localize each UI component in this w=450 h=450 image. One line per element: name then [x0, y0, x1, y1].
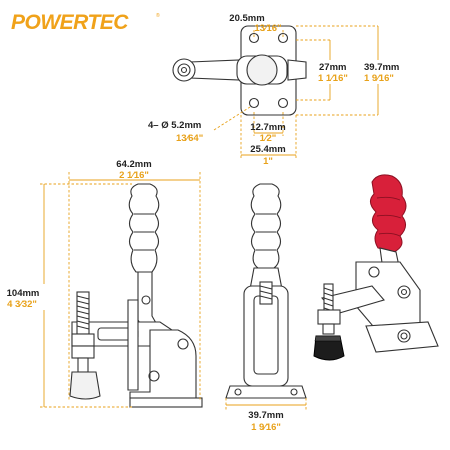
mount-hole-icon [277, 97, 289, 109]
plate-height-imperial: 1 1⁄16" [318, 73, 348, 84]
red-handle-grip [370, 174, 407, 253]
plate-width-imperial: 13⁄16" [254, 23, 281, 34]
dimension-labels: 20.5mm 13⁄16" 27mm 1 1⁄16" 39.7mm 1 9⁄16… [7, 13, 400, 433]
front-width-metric: 39.7mm [248, 410, 283, 421]
overall-height-metric: 104mm [7, 288, 40, 299]
top-pivot-hub [246, 54, 278, 86]
top-view [172, 25, 379, 158]
iso-base-plate [365, 321, 439, 353]
base-height-imperial: 1 9⁄16" [364, 73, 394, 84]
hole-spacing-metric: 12.7mm [250, 122, 285, 133]
plate-width-metric: 20.5mm [229, 13, 264, 24]
mount-hole-icon [248, 32, 260, 44]
side-spindle-lower [77, 357, 89, 373]
mount-hole-icon [248, 97, 260, 109]
overall-length-metric: 64.2mm [116, 159, 151, 170]
brand-logo-text: POWERTEC [11, 11, 129, 34]
plate-height-metric: 27mm [319, 62, 346, 73]
registered-mark: ® [156, 12, 160, 19]
top-screw-center [180, 66, 188, 74]
overall-height-imperial: 4 3⁄32" [7, 299, 37, 310]
base-width-metric: 25.4mm [250, 144, 285, 155]
front-base-plate [225, 385, 307, 399]
side-rubber-tip [69, 371, 101, 400]
isometric-view [313, 174, 439, 361]
black-rubber-tip [313, 335, 345, 361]
iso-hex-nut [317, 309, 341, 325]
overall-length-imperial: 2 1⁄16" [119, 170, 149, 181]
top-lever-tab [287, 59, 307, 81]
side-handle-grip [128, 183, 160, 273]
base-height-metric: 39.7mm [364, 62, 399, 73]
hole-spacing-imperial: 1⁄2" [260, 133, 277, 144]
front-handle-grip [250, 183, 282, 269]
iso-spindle-lower [322, 323, 335, 335]
brand-logo: POWERTEC ® [11, 11, 160, 34]
hole-diameter-imperial: 13⁄64" [176, 133, 203, 144]
top-handle-arm [189, 59, 241, 81]
side-hex-nut-lower [71, 345, 95, 359]
side-base-plate [129, 397, 203, 408]
side-spindle-guide [127, 299, 139, 391]
hole-diameter-metric: 4– Ø 5.2mm [148, 120, 201, 131]
side-view [40, 172, 203, 408]
front-view [225, 183, 307, 410]
side-hex-nut [71, 333, 95, 347]
top-screw-knob-inner [177, 63, 191, 77]
front-width-imperial: 1 9⁄16" [251, 422, 281, 433]
mount-hole-icon [277, 32, 289, 44]
base-width-imperial: 1" [263, 156, 273, 167]
